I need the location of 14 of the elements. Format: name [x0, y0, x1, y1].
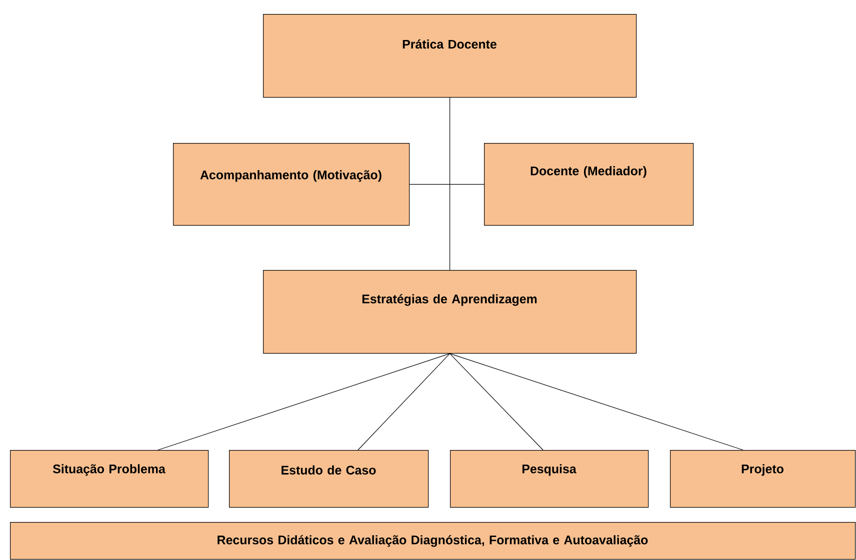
strategy-box: Situação Problema: [10, 450, 209, 508]
connector-line: [450, 353, 544, 450]
process-box: Acompanhamento (Motivação): [173, 143, 410, 226]
process-box: Estratégias de Aprendizagem: [263, 270, 637, 354]
strategy-box: Pesquisa: [450, 450, 649, 508]
title-box: Prática Docente: [263, 14, 637, 98]
connector-line: [158, 353, 450, 450]
strategy-box: Estudo de Caso: [229, 450, 429, 508]
connector-line: [450, 353, 744, 450]
connector-line: [409, 184, 484, 185]
resource-bar: Recursos Didáticos e Avaliação Diagnóstica, Formativa e Autoavaliação: [10, 522, 856, 560]
process-box: Docente (Mediador): [484, 143, 694, 226]
strategy-box: Projeto: [670, 450, 856, 508]
connector-line: [358, 353, 450, 450]
